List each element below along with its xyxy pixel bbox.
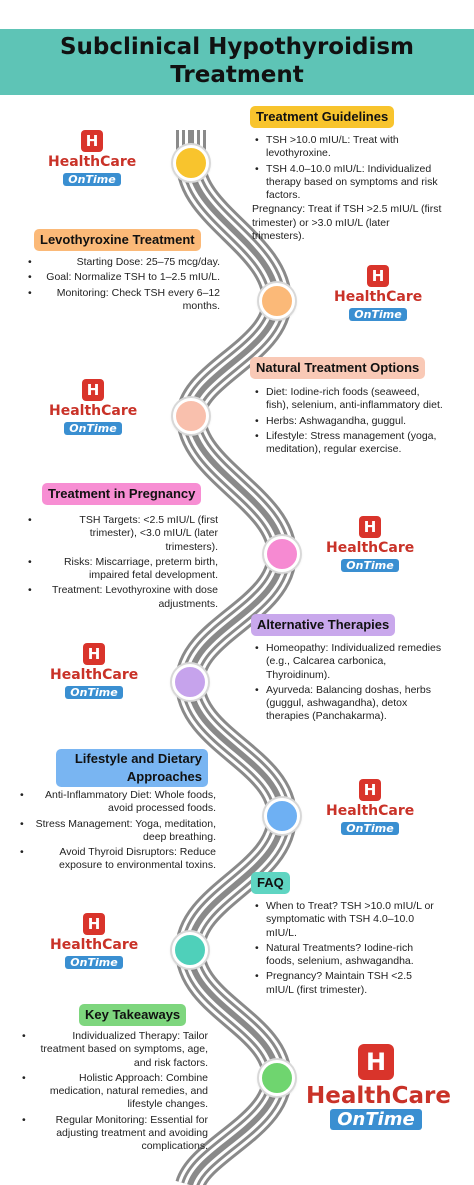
- logo-brand-name: HealthCare: [326, 803, 415, 819]
- brand-logo: H HealthCare OnTime: [49, 379, 137, 437]
- logo-tagline: OnTime: [330, 1109, 422, 1130]
- title-band: [0, 29, 474, 95]
- list-item: Anti-Inflammatory Diet: Whole foods, avo…: [20, 789, 216, 816]
- label-alternative-therapies: Alternative Therapies: [251, 614, 396, 636]
- logo-h-icon: H: [83, 643, 105, 665]
- node-alternative-therapies: [172, 664, 208, 700]
- node-key-takeaways: [259, 1060, 295, 1096]
- guidelines-text: TSH >10.0 mIU/L: Treat with levothyroxin…: [252, 134, 442, 243]
- list-item: TSH >10.0 mIU/L: Treat with levothyroxin…: [252, 134, 442, 161]
- logo-brand-name: HealthCare: [326, 540, 415, 556]
- lifestyle-text: Anti-Inflammatory Diet: Whole foods, avo…: [20, 789, 216, 873]
- list-item: Individualized Therapy: Tailor treatment…: [22, 1030, 208, 1070]
- list-item: Regular Monitoring: Essential for adjust…: [22, 1114, 208, 1154]
- list-item: Herbs: Ashwagandha, guggul.: [252, 415, 444, 429]
- faq-text: When to Treat? TSH >10.0 mIU/L or sympto…: [252, 900, 442, 997]
- list-item: Lifestyle: Stress management (yoga, medi…: [252, 430, 444, 457]
- logo-brand-name: HealthCare: [50, 937, 139, 953]
- logo-tagline: OnTime: [63, 173, 121, 186]
- alternative-therapies-text: Homeopathy: Individualized remedies (e.g…: [252, 642, 442, 724]
- list-item: TSH 4.0–10.0 mIU/L: Individualized thera…: [252, 163, 442, 203]
- logo-brand-name: HealthCare: [306, 1083, 451, 1109]
- label-lifestyle-dietary: Lifestyle and Dietary Approaches: [56, 749, 208, 787]
- brand-logo: H HealthCare OnTime: [326, 779, 414, 837]
- label-treatment-guidelines: Treatment Guidelines: [250, 106, 395, 128]
- logo-h-icon: H: [359, 779, 381, 801]
- page-title: Subclinical Hypothyroidism Treatment: [59, 34, 414, 88]
- list-item: Diet: Iodine-rich foods (seaweed, fish),…: [252, 386, 444, 413]
- logo-h-icon: H: [82, 379, 104, 401]
- logo-tagline: OnTime: [65, 956, 123, 969]
- label-faq: FAQ: [251, 872, 290, 894]
- brand-logo: H HealthCare OnTime: [50, 643, 138, 701]
- list-item: Holistic Approach: Combine medication, n…: [22, 1072, 208, 1112]
- logo-tagline: OnTime: [65, 686, 123, 699]
- logo-brand-name: HealthCare: [48, 154, 137, 170]
- node-levothyroxine: [259, 283, 295, 319]
- node-pregnancy: [264, 536, 300, 572]
- node-treatment-guidelines: [173, 145, 209, 181]
- levothyroxine-text: Starting Dose: 25–75 mcg/day. Goal: Norm…: [28, 256, 220, 313]
- list-item: Monitoring: Check TSH every 6–12 months.: [28, 287, 220, 314]
- list-item: Ayurveda: Balancing doshas, herbs (guggu…: [252, 684, 442, 724]
- list-item: Stress Management: Yoga, meditation, dee…: [20, 818, 216, 845]
- natural-treatment-text: Diet: Iodine-rich foods (seaweed, fish),…: [252, 386, 444, 456]
- list-item: When to Treat? TSH >10.0 mIU/L or sympto…: [252, 900, 442, 940]
- node-faq: [172, 932, 208, 968]
- logo-h-icon: H: [83, 913, 105, 935]
- list-item: Treatment: Levothyroxine with dose adjus…: [28, 584, 218, 611]
- list-item: Pregnancy? Maintain TSH <2.5 mIU/L (firs…: [252, 970, 442, 997]
- list-item: Goal: Normalize TSH to 1–2.5 mIU/L.: [28, 271, 220, 285]
- list-item: Homeopathy: Individualized remedies (e.g…: [252, 642, 442, 682]
- label-natural-treatment-options: Natural Treatment Options: [250, 357, 426, 379]
- brand-logo: H HealthCare OnTime: [48, 130, 136, 188]
- brand-logo: H HealthCare OnTime: [334, 265, 422, 323]
- logo-h-icon: H: [358, 1044, 394, 1080]
- logo-tagline: OnTime: [341, 822, 399, 835]
- list-item: TSH Targets: <2.5 mIU/L (first trimester…: [28, 514, 218, 554]
- pregnancy-note: Pregnancy: Treat if TSH >2.5 mIU/L (firs…: [252, 203, 442, 243]
- list-item: Natural Treatments? Iodine-rich foods, s…: [252, 942, 442, 969]
- pregnancy-text: TSH Targets: <2.5 mIU/L (first trimester…: [28, 514, 218, 611]
- logo-tagline: OnTime: [64, 422, 122, 435]
- logo-brand-name: HealthCare: [334, 289, 423, 305]
- logo-brand-name: HealthCare: [50, 667, 139, 683]
- logo-h-icon: H: [367, 265, 389, 287]
- list-item: Avoid Thyroid Disruptors: Reduce exposur…: [20, 846, 216, 873]
- brand-logo: H HealthCare OnTime: [50, 913, 138, 971]
- brand-logo-large: H HealthCare OnTime: [306, 1044, 451, 1130]
- node-natural-treatment: [173, 398, 209, 434]
- logo-h-icon: H: [81, 130, 103, 152]
- brand-logo: H HealthCare OnTime: [326, 516, 414, 574]
- node-lifestyle: [264, 798, 300, 834]
- logo-tagline: OnTime: [341, 559, 399, 572]
- list-item: Risks: Miscarriage, preterm birth, impai…: [28, 556, 218, 583]
- logo-h-icon: H: [359, 516, 381, 538]
- list-item: Starting Dose: 25–75 mcg/day.: [28, 256, 220, 270]
- label-treatment-in-pregnancy: Treatment in Pregnancy: [42, 483, 202, 505]
- logo-brand-name: HealthCare: [49, 403, 138, 419]
- logo-tagline: OnTime: [349, 308, 407, 321]
- label-key-takeaways: Key Takeaways: [79, 1004, 187, 1026]
- key-takeaways-text: Individualized Therapy: Tailor treatment…: [22, 1030, 208, 1154]
- label-levothyroxine-treatment: Levothyroxine Treatment: [34, 229, 201, 251]
